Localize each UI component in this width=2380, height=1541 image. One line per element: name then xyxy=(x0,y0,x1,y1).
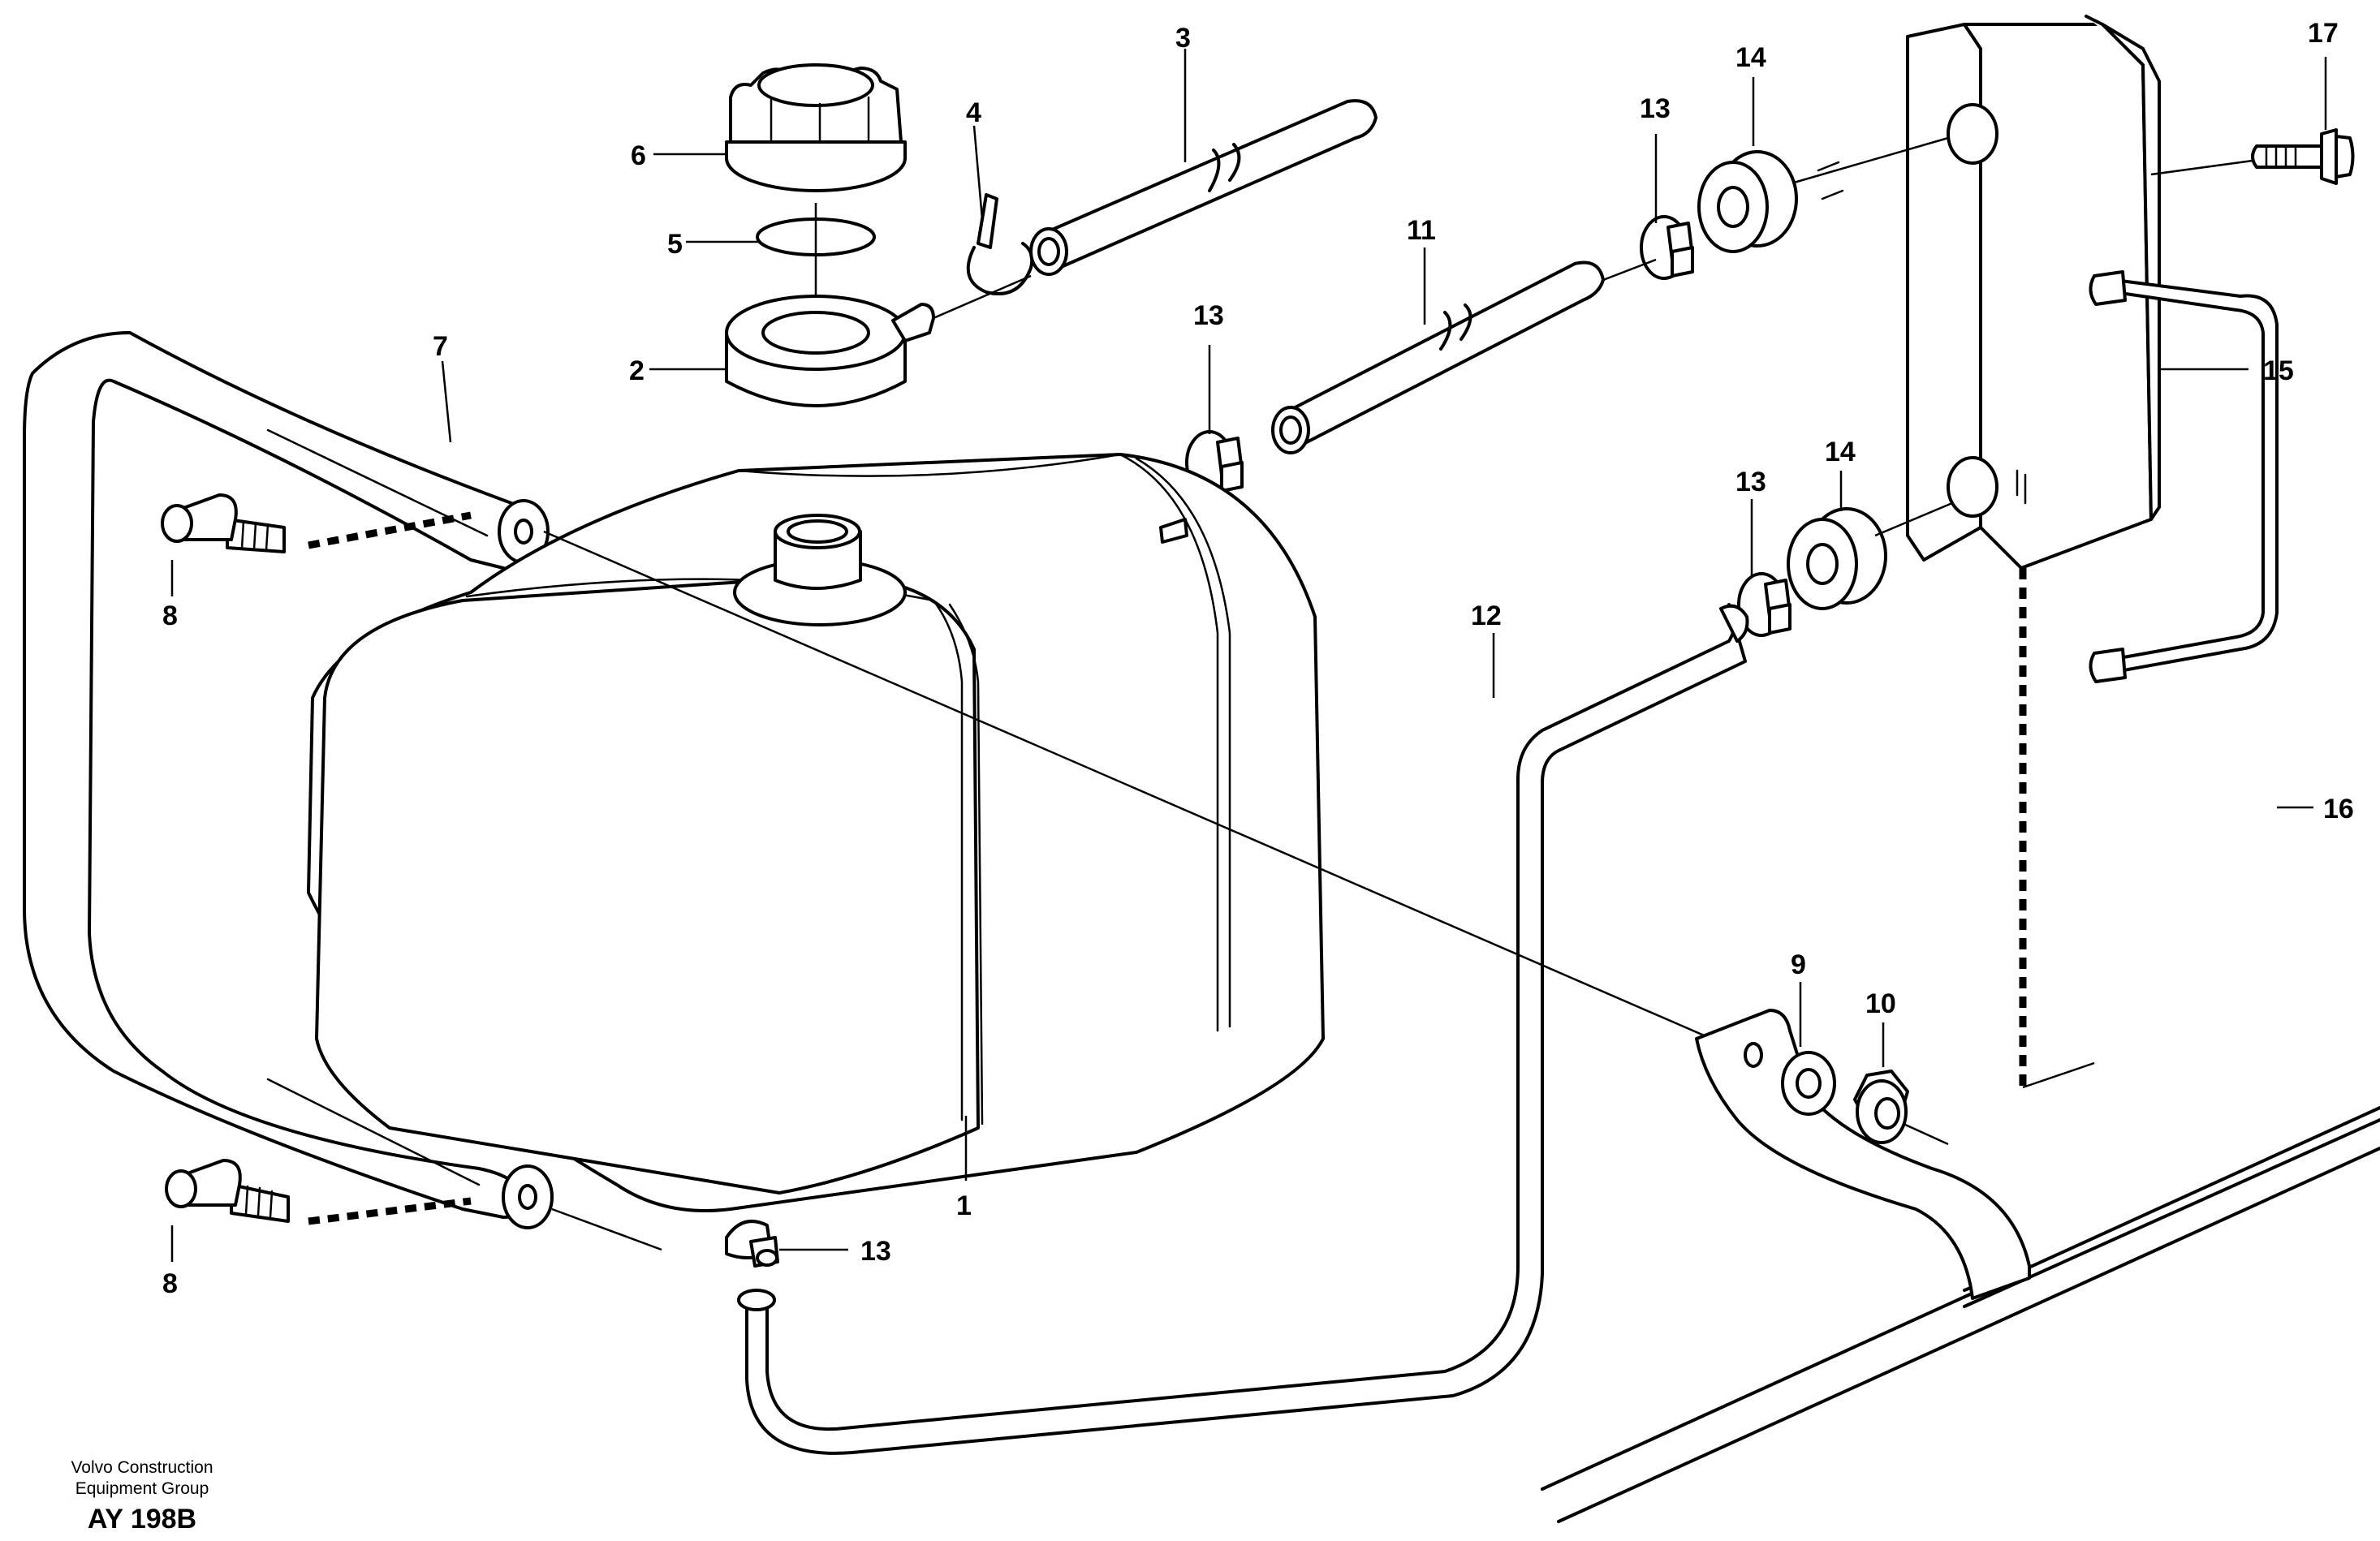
nut-10 xyxy=(1853,1070,1909,1144)
callout-17: 17 xyxy=(2308,18,2339,49)
callout-12: 12 xyxy=(1471,600,1502,631)
callout-9: 9 xyxy=(1791,949,1806,980)
bolt-8-upper xyxy=(161,493,286,553)
bolt-8-lower-axis xyxy=(308,1197,472,1225)
bolt-8-lower xyxy=(165,1159,290,1223)
hose-11 xyxy=(1271,260,1605,454)
hose-16 xyxy=(2089,270,2279,683)
cable-tie-4 xyxy=(966,193,1034,295)
callout-13-top-left: 13 xyxy=(1193,300,1224,331)
clamp-13-middle xyxy=(1737,572,1791,637)
callout-5: 5 xyxy=(667,229,683,260)
callout-15: 15 xyxy=(2263,355,2294,386)
bracket-15 xyxy=(1906,15,2161,570)
callout-13-bottom: 13 xyxy=(860,1236,891,1267)
callout-7: 7 xyxy=(433,331,448,362)
tank-bracket xyxy=(1695,1009,2031,1300)
callout-6: 6 xyxy=(631,140,646,171)
grommet-14-lower xyxy=(1787,507,1887,610)
hose-3 xyxy=(1029,99,1378,276)
filler-cap-6 xyxy=(725,63,907,192)
footer-figure-code: AY 198B xyxy=(88,1504,196,1535)
callout-13-middle: 13 xyxy=(1735,467,1766,497)
callout-8-lower: 8 xyxy=(162,1268,178,1299)
callout-16: 16 xyxy=(2323,794,2354,824)
clamp-13-lower xyxy=(725,1220,779,1268)
callout-4: 4 xyxy=(966,97,981,128)
filler-neck-2 xyxy=(725,295,935,407)
hose-12 xyxy=(737,603,1749,1455)
callout-leaders xyxy=(170,49,2327,1262)
callout-10: 10 xyxy=(1865,988,1896,1019)
grommet-14-upper xyxy=(1697,150,1798,253)
clamp-13-upper-right xyxy=(1640,215,1694,280)
washer-9 xyxy=(1781,1051,1836,1116)
callout-14-lower: 14 xyxy=(1825,437,1856,467)
bolt-8-upper-axis xyxy=(308,511,472,549)
fuel-tank-1 xyxy=(307,453,1325,1212)
callout-8-upper: 8 xyxy=(162,600,178,631)
chassis-frame xyxy=(1541,1106,2380,1523)
bolt-17 xyxy=(2150,128,2355,185)
callout-13-top-right: 13 xyxy=(1640,93,1671,124)
callout-2: 2 xyxy=(629,355,645,386)
footer-company-line2: Equipment Group xyxy=(75,1479,209,1498)
callout-11: 11 xyxy=(1407,215,1436,246)
callout-1: 1 xyxy=(956,1190,972,1221)
callout-3: 3 xyxy=(1175,23,1191,54)
footer-company-line1: Volvo Construction xyxy=(71,1458,213,1477)
callout-14-upper: 14 xyxy=(1735,42,1766,73)
